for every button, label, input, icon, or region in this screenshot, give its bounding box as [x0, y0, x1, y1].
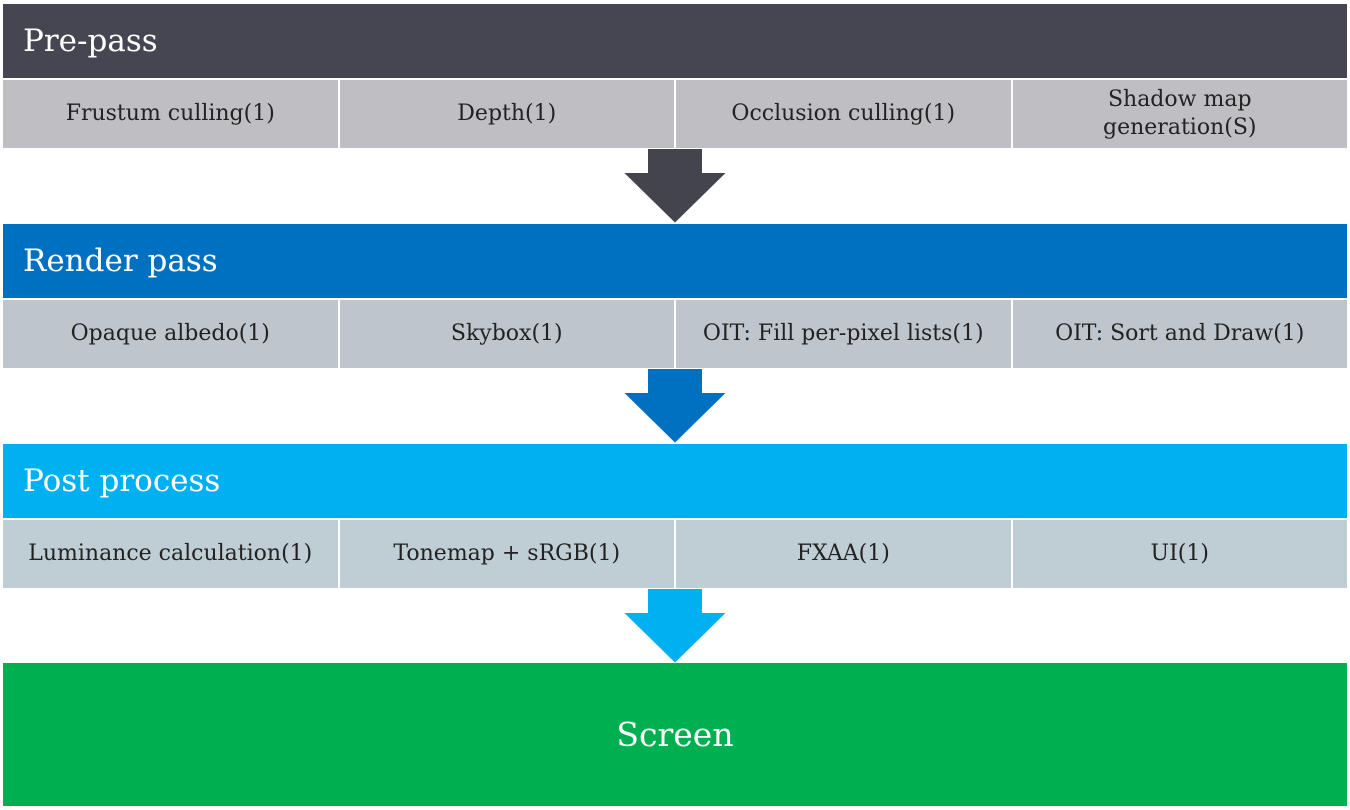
step-fxaa: FXAA(1) — [676, 520, 1011, 588]
down-arrow-icon — [620, 588, 730, 666]
down-arrow-icon — [620, 368, 730, 446]
step-depth: Depth(1) — [339, 80, 674, 148]
step-oit-sort-draw: OIT: Sort and Draw(1) — [1012, 300, 1347, 368]
step-frustum-culling: Frustum culling(1) — [3, 80, 338, 148]
pre-pass-header: Pre-pass — [3, 4, 1347, 78]
step-skybox: Skybox(1) — [339, 300, 674, 368]
arrow-shape — [620, 368, 730, 446]
screen-output-box: Screen — [3, 663, 1347, 806]
render-pass-header: Render pass — [3, 224, 1347, 298]
step-luminance-calculation: Luminance calculation(1) — [3, 520, 338, 588]
step-oit-fill-lists: OIT: Fill per-pixel lists(1) — [676, 300, 1011, 368]
step-tonemap-srgb: Tonemap + sRGB(1) — [339, 520, 674, 588]
step-opaque-albedo: Opaque albedo(1) — [3, 300, 338, 368]
arrow-shape — [620, 148, 730, 226]
arrow-shape — [620, 588, 730, 666]
step-ui: UI(1) — [1012, 520, 1347, 588]
step-shadow-map-generation: Shadow map generation(S) — [1012, 80, 1347, 148]
post-process-steps: Luminance calculation(1) Tonemap + sRGB(… — [3, 520, 1347, 588]
down-arrow-icon — [620, 148, 730, 226]
post-process-header: Post process — [3, 444, 1347, 518]
screen-label: Screen — [616, 715, 734, 754]
pre-pass-steps: Frustum culling(1) Depth(1) Occlusion cu… — [3, 80, 1347, 148]
render-pass-steps: Opaque albedo(1) Skybox(1) OIT: Fill per… — [3, 300, 1347, 368]
step-occlusion-culling: Occlusion culling(1) — [676, 80, 1011, 148]
